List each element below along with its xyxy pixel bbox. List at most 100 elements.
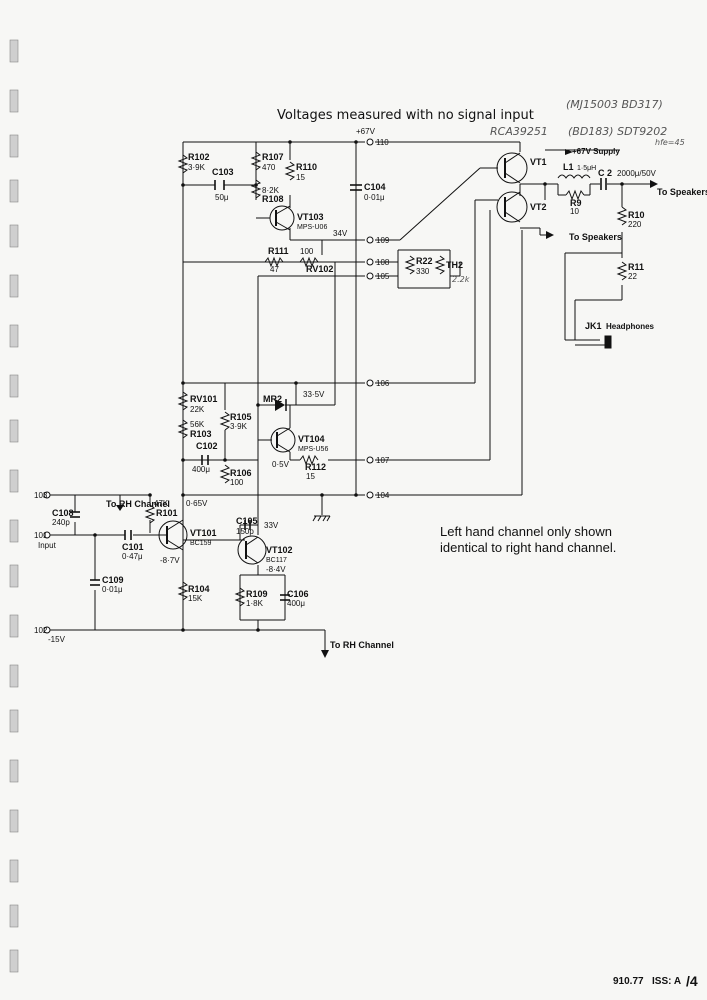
terminal-103: 103 — [34, 491, 48, 500]
value-r103: 56K — [190, 420, 205, 429]
value-vt102: BC117 — [266, 557, 287, 564]
label-c109: C109 — [102, 575, 124, 585]
headphone-jack-icon — [565, 335, 612, 349]
voltage-33v: 33V — [264, 521, 279, 530]
arrow-icons — [116, 149, 658, 658]
label-r106: R106 — [230, 468, 252, 478]
terminal-106: 106 — [376, 379, 390, 388]
label-c106: C106 — [287, 589, 309, 599]
voltage-0-65v: 0·65V — [186, 499, 208, 508]
diode-symbol — [275, 399, 287, 411]
value-c101: 0·47μ — [122, 552, 143, 561]
transistor-symbols — [158, 152, 528, 565]
terminal-102: 102 — [34, 626, 48, 635]
label-vt2: VT2 — [530, 202, 547, 212]
footer-issue: ISS: A — [652, 976, 681, 987]
resistor-symbols — [144, 151, 628, 607]
footer-code: 910.77 — [613, 976, 644, 987]
value-c108: 240p — [52, 518, 70, 527]
label-rv101: RV101 — [190, 394, 217, 404]
label-r109: R109 — [246, 589, 268, 599]
label-r105: R105 — [230, 412, 252, 422]
rail-plus-67v: +67V — [356, 127, 376, 136]
value-jk1: Headphones — [606, 322, 655, 331]
label-r112: R112 — [305, 462, 326, 472]
value-rv102: 100 — [300, 247, 314, 256]
voltage-0-5v: 0·5V — [272, 460, 290, 469]
label-l1: L1 — [563, 162, 574, 172]
terminal-108: 108 — [376, 258, 390, 267]
value-c105: 150p — [236, 527, 254, 536]
label-vt1: VT1 — [530, 157, 547, 167]
terminal-105: 105 — [376, 272, 390, 281]
wiring — [50, 141, 650, 650]
value-vt104: MPS-U56 — [298, 446, 328, 453]
label-c104: C104 — [364, 182, 386, 192]
value-rv101: 22K — [190, 405, 205, 414]
value-c103: 50μ — [215, 193, 229, 202]
value-r106: 100 — [230, 478, 244, 487]
label-mr2: MR2 — [263, 394, 282, 404]
label-to-rh-bottom: To RH Channel — [330, 640, 394, 650]
value-r104: 15K — [188, 594, 203, 603]
label-input: Input — [38, 541, 57, 550]
handwritten-note-1: (MJ15003 BD317) — [566, 98, 663, 111]
terminal-110: 110 — [376, 138, 389, 147]
value-r11: 22 — [628, 272, 637, 281]
footer-page: /4 — [686, 973, 698, 989]
label-c108: C108 — [52, 508, 74, 518]
inductor-symbol — [557, 174, 591, 179]
label-c103: C103 — [212, 167, 234, 177]
label-r101: R101 — [156, 508, 178, 518]
label-c102: C102 — [196, 441, 218, 451]
label-r9: R9 — [570, 198, 582, 208]
binder-holes — [9, 39, 19, 973]
note-line-1: Left hand channel only shown — [440, 524, 612, 539]
handwritten-note-2: RCA39251 — [490, 125, 548, 138]
rail-minus-15v: -15V — [48, 635, 66, 644]
junction-dots — [93, 140, 624, 632]
value-c104: 0·01μ — [364, 193, 385, 202]
value-c2: 2000μ/50V — [617, 169, 657, 178]
value-r101: 47K — [154, 499, 169, 508]
label-vt104: VT104 — [298, 434, 325, 444]
capacitor-symbols — [70, 178, 607, 601]
terminal-104: 104 — [376, 491, 390, 500]
value-vt103: MPS-U06 — [297, 224, 327, 231]
value-th2: 2.2k — [452, 275, 470, 284]
value-r109: 1·8K — [246, 599, 264, 608]
value-c102: 400μ — [192, 465, 210, 474]
value-r110: 15 — [296, 173, 305, 182]
label-vt103: VT103 — [297, 212, 324, 222]
handwritten-note-3: (BD183) SDT9202 — [568, 125, 667, 138]
label-r111: R111 — [268, 246, 289, 256]
label-th2: TH2 — [446, 260, 463, 270]
label-r10: R10 — [628, 210, 645, 220]
label-r103: R103 — [190, 429, 212, 439]
value-c106: 400μ — [287, 599, 305, 608]
value-r9: 10 — [570, 207, 579, 216]
voltage-33-5v: 33·5V — [303, 390, 325, 399]
label-r110: R110 — [296, 162, 317, 172]
label-c2: C 2 — [598, 168, 612, 178]
value-r105: 3·9K — [230, 422, 248, 431]
terminal-107: 107 — [376, 456, 390, 465]
terminal-101: 101 — [34, 531, 48, 540]
note-line-2: identical to right hand channel. — [440, 540, 616, 555]
label-vt101: VT101 — [190, 528, 217, 538]
label-r107: R107 — [262, 152, 284, 162]
value-r22: 330 — [416, 267, 430, 276]
value-r102: 3·9K — [188, 163, 206, 172]
page-title: Voltages measured with no signal input — [277, 108, 534, 123]
label-r104: R104 — [188, 584, 210, 594]
terminals — [43, 138, 374, 634]
voltage-minus-8-4v: -8·4V — [266, 565, 286, 574]
label-to-rh-top: To RH Channel — [106, 499, 170, 509]
label-jk1: JK1 — [585, 321, 602, 331]
label-c105: C105 — [236, 516, 258, 526]
ground-icon — [312, 515, 331, 522]
label-r102: R102 — [188, 152, 210, 162]
value-l1: 1·5μH — [577, 165, 596, 172]
